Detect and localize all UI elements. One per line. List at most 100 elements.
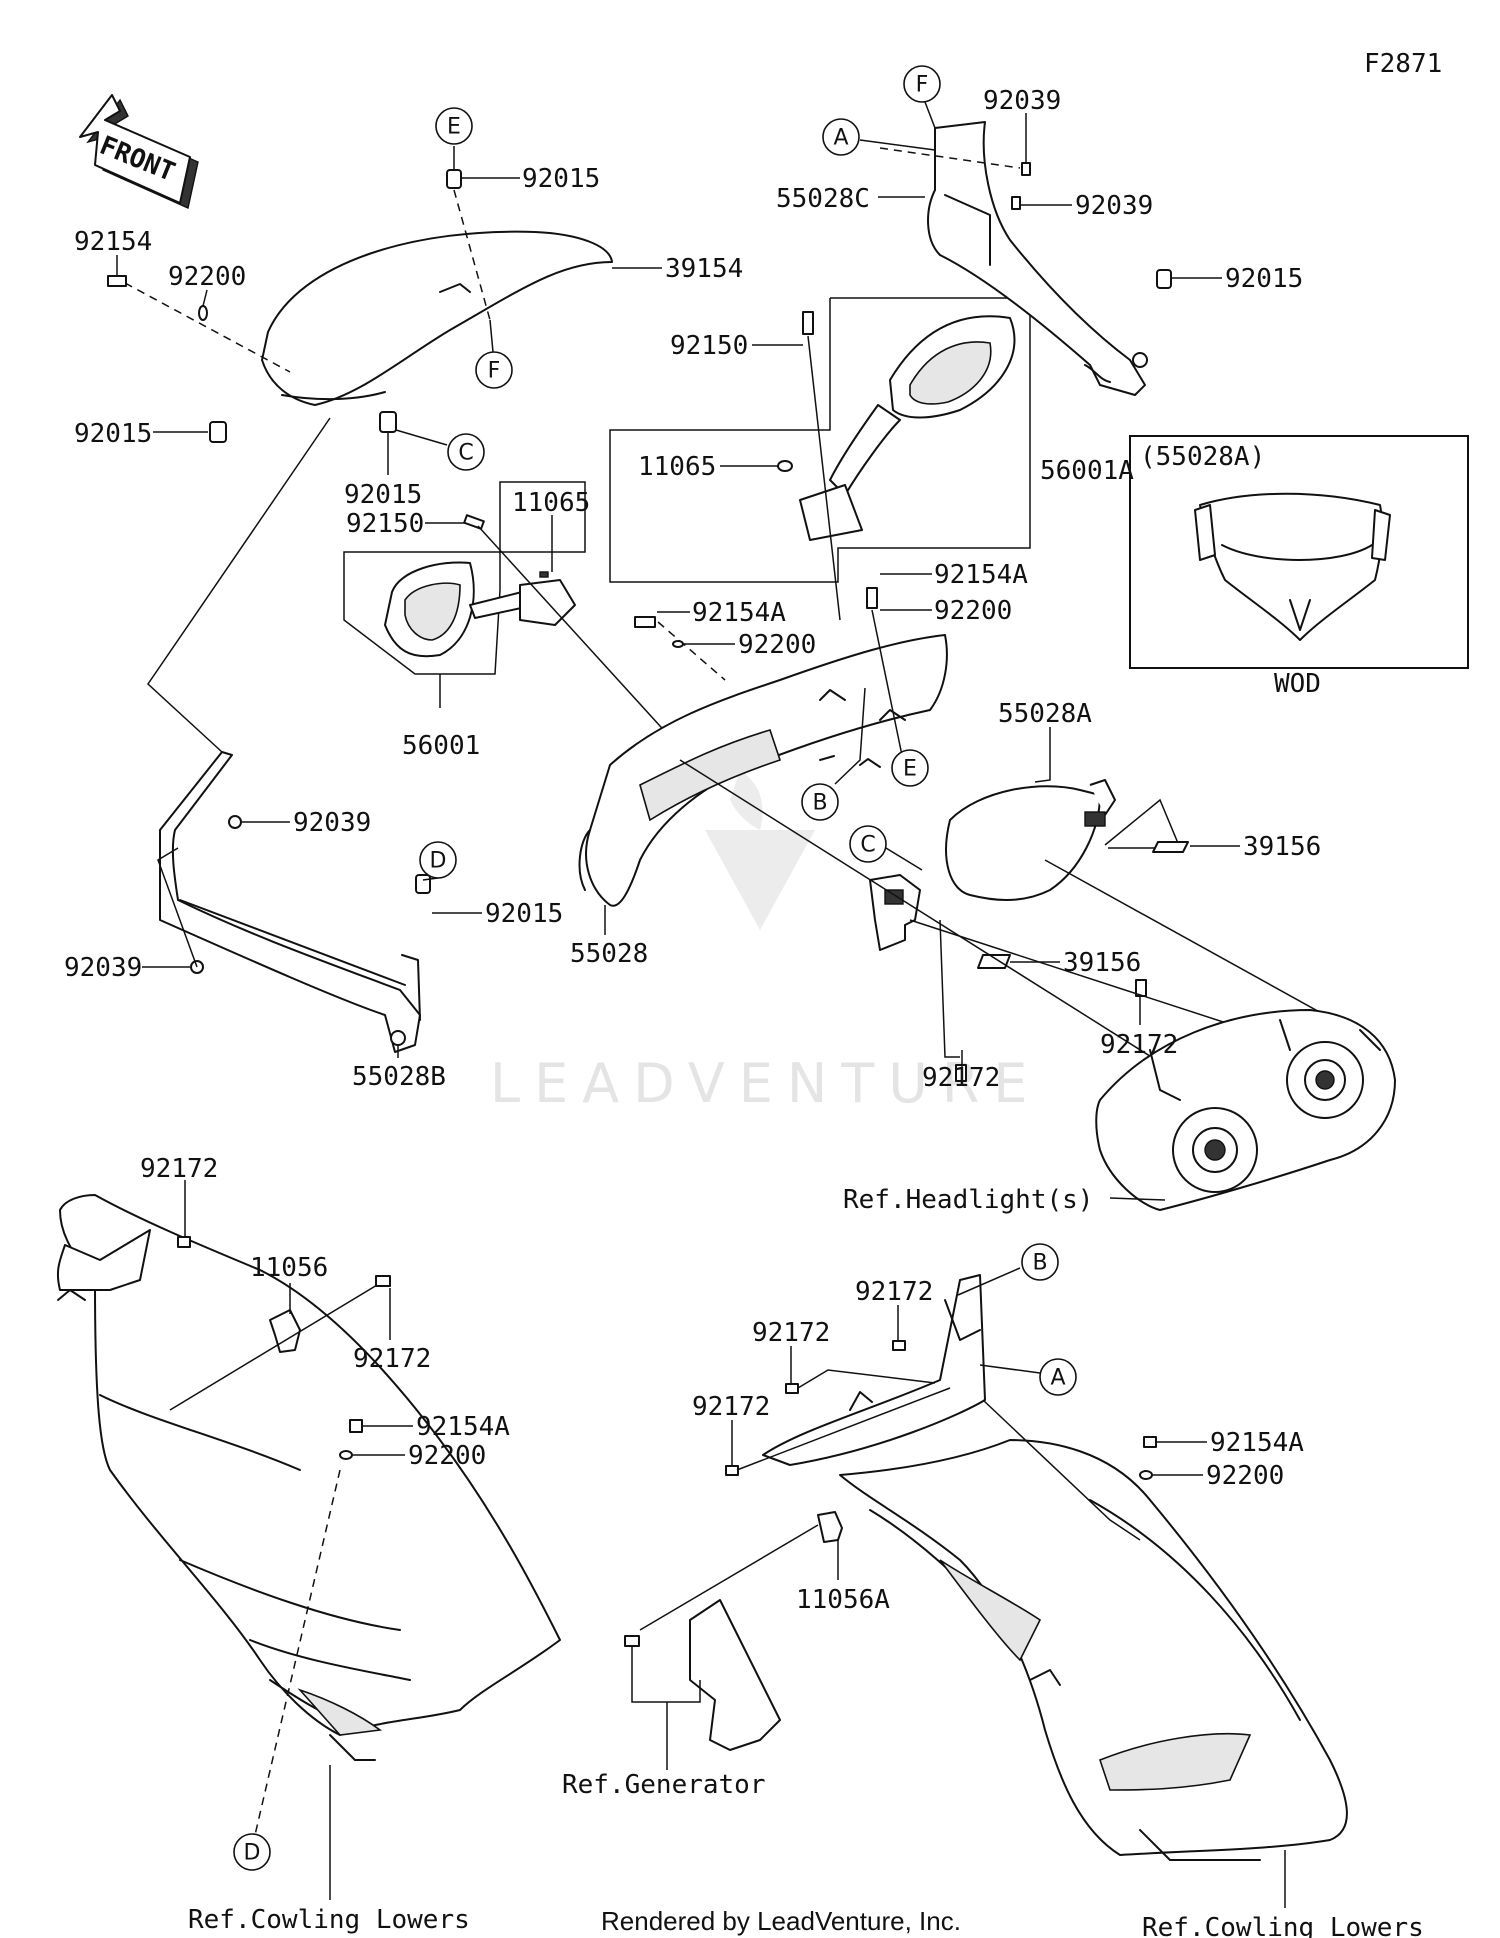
bracket-55028A[interactable]: [869, 779, 1116, 951]
screw-92172-a[interactable]: [1135, 979, 1147, 997]
bolt-92154A-b[interactable]: [634, 616, 656, 628]
clip-92039-c[interactable]: [1021, 162, 1031, 176]
clip-11056A[interactable]: [817, 1511, 843, 1543]
bolt-92150-left[interactable]: [463, 514, 485, 530]
callout-c-left[interactable]: C: [395, 429, 485, 471]
inner-panel-55028C[interactable]: [927, 121, 1172, 396]
callout-a-right[interactable]: A: [979, 1358, 1077, 1396]
part-label-39156-b[interactable]: 39156: [1063, 948, 1141, 978]
part-label-92015-left[interactable]: 92015: [74, 419, 152, 449]
cowl-bracket-right[interactable]: [762, 1274, 986, 1466]
part-label-92150-left[interactable]: 92150: [346, 509, 424, 539]
screw-generator[interactable]: [624, 1635, 640, 1647]
cowl-bracket-left[interactable]: [56, 1229, 151, 1301]
ref-generator-label[interactable]: Ref.Generator: [562, 1770, 766, 1800]
part-label-92200[interactable]: 92200: [168, 262, 246, 292]
part-label-92172-c[interactable]: 92172: [140, 1154, 218, 1184]
part-label-92039-b[interactable]: 92039: [1075, 191, 1153, 221]
upper-cowl-55028[interactable]: [578, 634, 948, 907]
side-cowl-right[interactable]: [839, 1439, 1348, 1861]
screw-92172-b[interactable]: [955, 1064, 967, 1082]
part-label-92015-right[interactable]: 92015: [1225, 264, 1303, 294]
clip-92039-d[interactable]: [1011, 196, 1021, 210]
grommet-92015-top[interactable]: [446, 169, 462, 189]
washer-92200-c[interactable]: [339, 1450, 353, 1460]
part-label-92172-a[interactable]: 92172: [1100, 1030, 1178, 1060]
part-label-56001[interactable]: 56001: [402, 731, 480, 761]
bolt-92154[interactable]: [107, 275, 127, 287]
generator-bracket[interactable]: [689, 1599, 781, 1751]
windshield-39154[interactable]: [261, 230, 613, 406]
part-label-92200-d[interactable]: 92200: [1206, 1461, 1284, 1491]
part-label-92039-d[interactable]: 92039: [64, 953, 142, 983]
part-label-92154A-d[interactable]: 92154A: [1210, 1428, 1304, 1458]
ref-cowling-right-label[interactable]: Ref.Cowling Lowers: [1142, 1913, 1424, 1938]
part-label-11056A[interactable]: 11056A: [796, 1585, 890, 1615]
bolt-92154A-a[interactable]: [866, 587, 878, 609]
callout-a-top[interactable]: A: [822, 118, 936, 156]
part-label-56001A[interactable]: 56001A: [1040, 456, 1134, 486]
mirror-56001[interactable]: [343, 481, 586, 675]
grommet-92015-mid[interactable]: [379, 411, 397, 433]
bolt-92154A-c[interactable]: [349, 1419, 363, 1433]
screw-92172-f[interactable]: [785, 1383, 799, 1394]
callout-f-mid[interactable]: F: [475, 319, 513, 389]
washer-11065-right[interactable]: [777, 460, 793, 472]
part-label-92172-f[interactable]: 92172: [752, 1318, 830, 1348]
mirror-56001A[interactable]: [609, 297, 1031, 583]
callout-d-left-lower[interactable]: D: [233, 1833, 271, 1871]
part-label-92015-low[interactable]: 92015: [485, 899, 563, 929]
screw-92172-e[interactable]: [892, 1340, 906, 1351]
callout-e-mid[interactable]: E: [891, 749, 929, 787]
part-label-39154[interactable]: 39154: [665, 254, 743, 284]
part-label-11065[interactable]: 11065: [638, 452, 716, 482]
washer-92200[interactable]: [198, 305, 208, 321]
inner-panel-55028B[interactable]: [159, 751, 421, 1053]
bolt-92150-right[interactable]: [802, 311, 814, 335]
bolt-92154A-d[interactable]: [1143, 1436, 1157, 1448]
screw-92172-d[interactable]: [375, 1275, 391, 1287]
pad-39156-a[interactable]: [1152, 841, 1189, 853]
part-label-92200-b[interactable]: 92200: [738, 630, 816, 660]
part-label-92200-c[interactable]: 92200: [408, 1441, 486, 1471]
part-label-55028B[interactable]: 55028B: [352, 1062, 446, 1092]
callout-b-right[interactable]: B: [957, 1243, 1059, 1296]
callout-b-mid[interactable]: B: [801, 687, 866, 821]
washer-11065-left[interactable]: [539, 571, 549, 578]
part-label-55028A[interactable]: 55028A: [998, 699, 1092, 729]
screw-92172-c[interactable]: [177, 1236, 191, 1248]
headlight-assembly[interactable]: [1095, 1009, 1396, 1211]
washer-92200-b[interactable]: [672, 640, 684, 648]
callout-f-top[interactable]: F: [903, 65, 941, 129]
inset-bracket-55028A[interactable]: [1194, 492, 1391, 641]
part-label-92015[interactable]: 92015: [522, 164, 600, 194]
grommet-92015-left[interactable]: [209, 421, 227, 443]
part-label-92039[interactable]: 92039: [983, 86, 1061, 116]
part-label-92172-e[interactable]: 92172: [855, 1277, 933, 1307]
part-label-55028[interactable]: 55028: [570, 939, 648, 969]
part-label-92154A-b[interactable]: 92154A: [692, 598, 786, 628]
part-label-92154[interactable]: 92154: [74, 227, 152, 257]
callout-d-left-upper[interactable]: D: [419, 841, 457, 881]
part-label-92172-d[interactable]: 92172: [353, 1344, 431, 1374]
grommet-92015-right[interactable]: [1156, 269, 1172, 289]
callout-c-mid[interactable]: C: [849, 825, 923, 871]
ref-headlight-label[interactable]: Ref.Headlight(s): [843, 1185, 1093, 1215]
ref-cowling-left-label[interactable]: Ref.Cowling Lowers: [188, 1905, 470, 1935]
part-label-92200-a[interactable]: 92200: [934, 596, 1012, 626]
part-label-55028C[interactable]: 55028C: [776, 184, 870, 214]
part-label-39156-a[interactable]: 39156: [1243, 832, 1321, 862]
pad-39156-b[interactable]: [977, 954, 1011, 969]
part-label-92154A[interactable]: 92154A: [934, 560, 1028, 590]
part-label-92150[interactable]: 92150: [670, 331, 748, 361]
part-label-92172-b[interactable]: 92172: [922, 1063, 1000, 1093]
part-label-11056[interactable]: 11056: [250, 1253, 328, 1283]
washer-92200-d[interactable]: [1139, 1470, 1153, 1480]
part-label-92154A-c[interactable]: 92154A: [416, 1412, 510, 1442]
part-label-92015-mid[interactable]: 92015: [344, 480, 422, 510]
side-cowl-left[interactable]: [59, 1194, 561, 1761]
callout-e-top[interactable]: E: [435, 107, 473, 170]
part-label-92172-g[interactable]: 92172: [692, 1392, 770, 1422]
clip-92039-a[interactable]: [228, 815, 242, 829]
part-label-11065-left[interactable]: 11065: [512, 488, 590, 518]
